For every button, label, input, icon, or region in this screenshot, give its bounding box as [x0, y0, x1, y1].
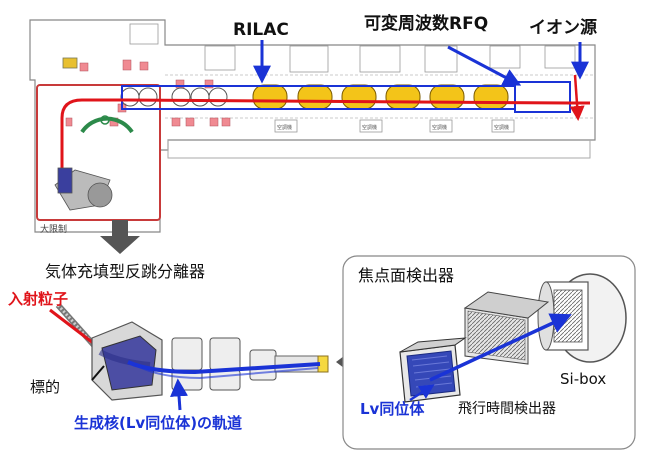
floor-plan: 空調機 空調機 空調機 空調機 大限制: [29, 19, 596, 254]
beam-line-main: [119, 98, 590, 105]
rfq-arrow: [447, 45, 522, 86]
upper-rooms: [129, 23, 576, 73]
incident-particle-label: 入射粒子: [8, 290, 69, 308]
room-label-d: 空調機: [494, 124, 509, 131]
ion-source-label: イオン源: [529, 18, 597, 38]
lv-isotope-label: Lv同位体: [360, 400, 425, 418]
switching-magnet: [80, 116, 134, 134]
focal-plane-panel: [342, 255, 636, 450]
rfq-label: 可変周波数RFQ: [364, 14, 489, 34]
rfq-box: [514, 81, 571, 113]
beam-line-bend: [60, 98, 120, 175]
lower-rooms: [274, 119, 515, 133]
si-box-detector-icon: [537, 273, 627, 363]
product-trajectory-label: 生成核(Lv同位体)の軌道: [74, 414, 243, 432]
tof-detector-icon: [463, 291, 550, 365]
room-label-c: 空調機: [432, 124, 447, 131]
room-label-b: 空調機: [362, 124, 377, 131]
buncher-cavities: [120, 87, 228, 107]
rilac-cavities: [252, 84, 509, 110]
separator-diagram: [49, 303, 366, 411]
target-label: 標的: [30, 378, 61, 396]
si-box-label: Si-box: [560, 370, 607, 388]
mini-separator: [54, 167, 113, 211]
separator-room: [36, 84, 161, 221]
down-arrow-icon: [100, 220, 140, 254]
tof-label: 飛行時間検出器: [458, 401, 556, 417]
separator-label: 気体充填型反跳分離器: [45, 262, 206, 281]
beam-line-vertical: [569, 74, 585, 121]
focal-plane-label: 焦点面検出器: [358, 266, 455, 285]
product-trajectory: [127, 360, 321, 375]
lv-arrow: [409, 384, 435, 402]
rilac-label: RILAC: [233, 20, 289, 40]
separator-room-sign: 大限制: [40, 223, 67, 235]
quadrupole-magnets: [171, 337, 277, 391]
room-label-a: 空調機: [277, 124, 292, 131]
panel-trajectory: [429, 313, 572, 382]
trajectory-arrow: [170, 378, 189, 411]
